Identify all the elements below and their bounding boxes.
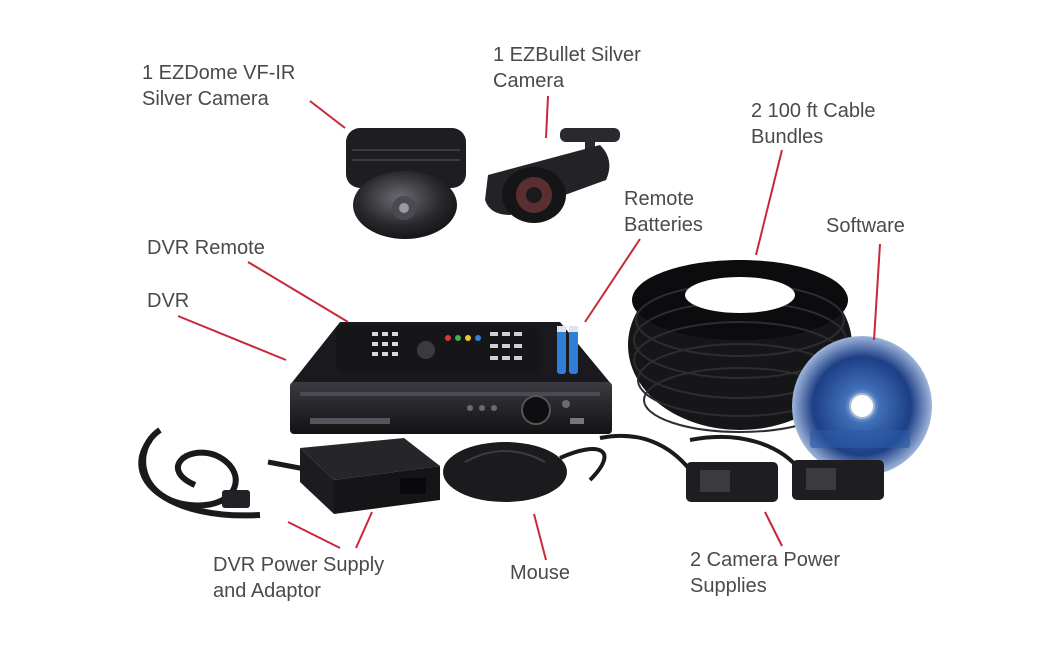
leader-dvr [177, 315, 287, 361]
leader-bullet-camera [545, 95, 549, 139]
label-remote-batteries: Remote Batteries [624, 188, 703, 236]
leader-cable-bundles [755, 149, 783, 256]
leader-dome-camera [309, 100, 346, 129]
label-camera-power-supplies: 2 Camera Power Supplies [690, 549, 841, 597]
software-cd-image [792, 336, 932, 476]
dome-camera-image [346, 128, 466, 239]
leader-camera-power-supplies [764, 511, 783, 547]
label-dome-camera: 1 EZDome VF-IR Silver Camera [142, 62, 296, 110]
leader-dvr-power-supply-a [287, 521, 341, 549]
label-dvr: DVR [147, 290, 190, 312]
label-dvr-remote: DVR Remote [147, 237, 265, 259]
leader-software [873, 243, 881, 341]
leader-dvr-remote [247, 261, 349, 323]
leader-dvr-power-supply-b [355, 511, 373, 549]
label-mouse: Mouse [510, 562, 571, 584]
leader-mouse [533, 513, 547, 561]
label-cable-bundles: 2 100 ft Cable Bundles [751, 100, 876, 148]
bullet-camera-image [485, 128, 620, 223]
dvr-remote-image [336, 325, 540, 373]
leader-lines [177, 95, 881, 561]
label-software: Software [826, 215, 905, 237]
dvr-power-supply-image [138, 427, 440, 519]
remote-batteries-image [557, 326, 578, 374]
leader-remote-batteries [584, 238, 641, 323]
mouse-image [443, 442, 607, 502]
camera-power-supplies-image [599, 433, 884, 502]
label-dvr-power-supply: DVR Power Supply and Adaptor [213, 554, 385, 602]
label-bullet-camera: 1 EZBullet Silver Camera [493, 44, 641, 92]
